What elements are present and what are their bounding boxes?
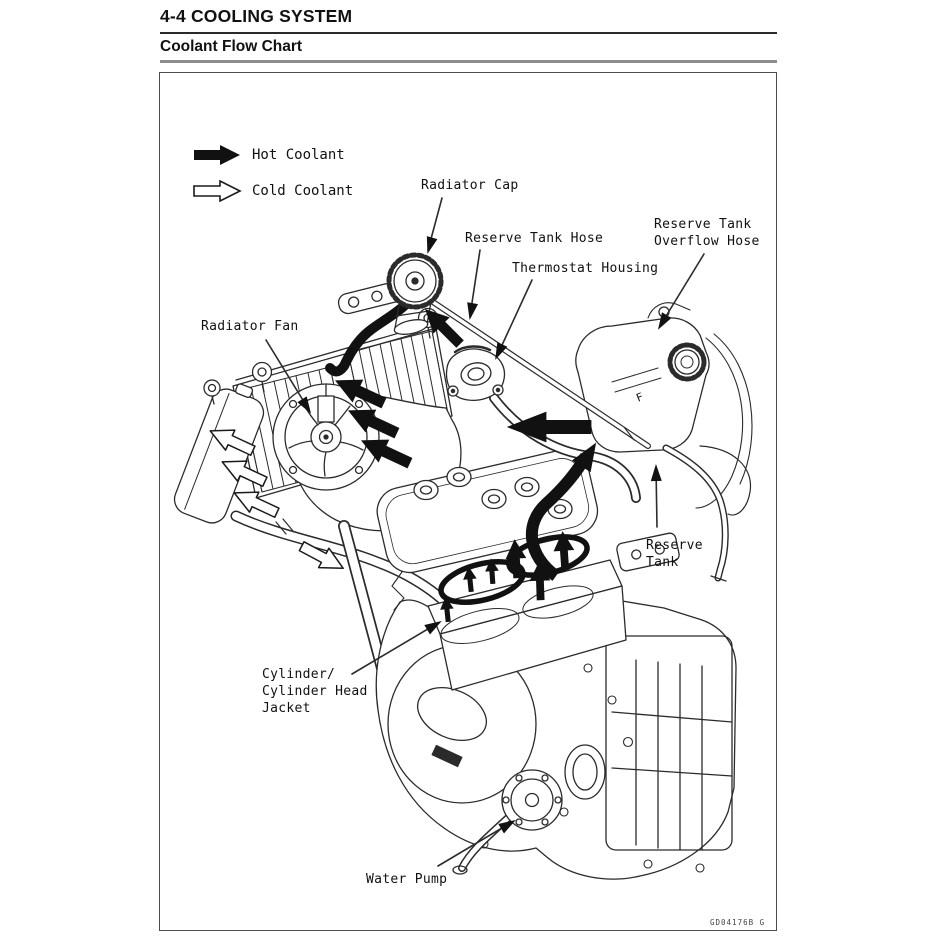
- callout-water-pump: Water Pump: [366, 872, 448, 887]
- legend-cold-label: Cold Coolant: [252, 183, 354, 199]
- legend-cold-row: Cold Coolant: [192, 180, 353, 202]
- cold-coolant-arrow-icon: [193, 180, 242, 202]
- engine-illustration: [375, 449, 737, 880]
- subsection-header: Coolant Flow Chart: [160, 38, 777, 63]
- leader-reserve-tank: [650, 463, 662, 528]
- leader-overflow-hose: [653, 253, 705, 333]
- hot-coolant-arrow-icon: [194, 145, 240, 165]
- water-pump-illustration: [452, 769, 563, 875]
- hot-hose-to-radiator: [325, 301, 409, 377]
- leader-reserve-tank-hose: [464, 249, 481, 321]
- leader-water-pump: [437, 815, 519, 867]
- reserve-tank-full-mark: F: [634, 390, 645, 405]
- section-header: 4-4 COOLING SYSTEM: [160, 6, 777, 34]
- leader-thermostat-housing: [490, 279, 533, 363]
- leader-radiator-cap: [422, 197, 443, 256]
- figure-title: Coolant Flow Chart: [160, 38, 303, 55]
- legend-hot-label: Hot Coolant: [252, 147, 345, 163]
- callout-thermostat-housing: Thermostat Housing: [512, 261, 659, 276]
- callout-leaders: [265, 197, 705, 867]
- thermostat-housing-illustration: [445, 345, 506, 401]
- radiator-cap-illustration: [337, 252, 444, 335]
- reserve-tank-overflow-hose-illustration: [662, 444, 752, 582]
- reserve-tank-hose-illustration: [427, 297, 651, 449]
- legend-hot-row: Hot Coolant: [192, 144, 353, 166]
- leader-cylinder-jacket: [351, 616, 445, 675]
- callout-radiator-cap: Radiator Cap: [421, 178, 519, 193]
- callout-radiator-fan: Radiator Fan: [201, 319, 299, 334]
- page-title: 4-4 COOLING SYSTEM: [160, 6, 353, 26]
- legend: Hot Coolant Cold Coolant: [192, 144, 353, 216]
- figure-code: GD04176B G: [710, 918, 766, 927]
- leader-radiator-fan: [265, 339, 316, 417]
- hot-coolant-outlet-arrow: [525, 436, 606, 581]
- callout-reserve-tank-hose: Reserve Tank Hose: [465, 231, 604, 246]
